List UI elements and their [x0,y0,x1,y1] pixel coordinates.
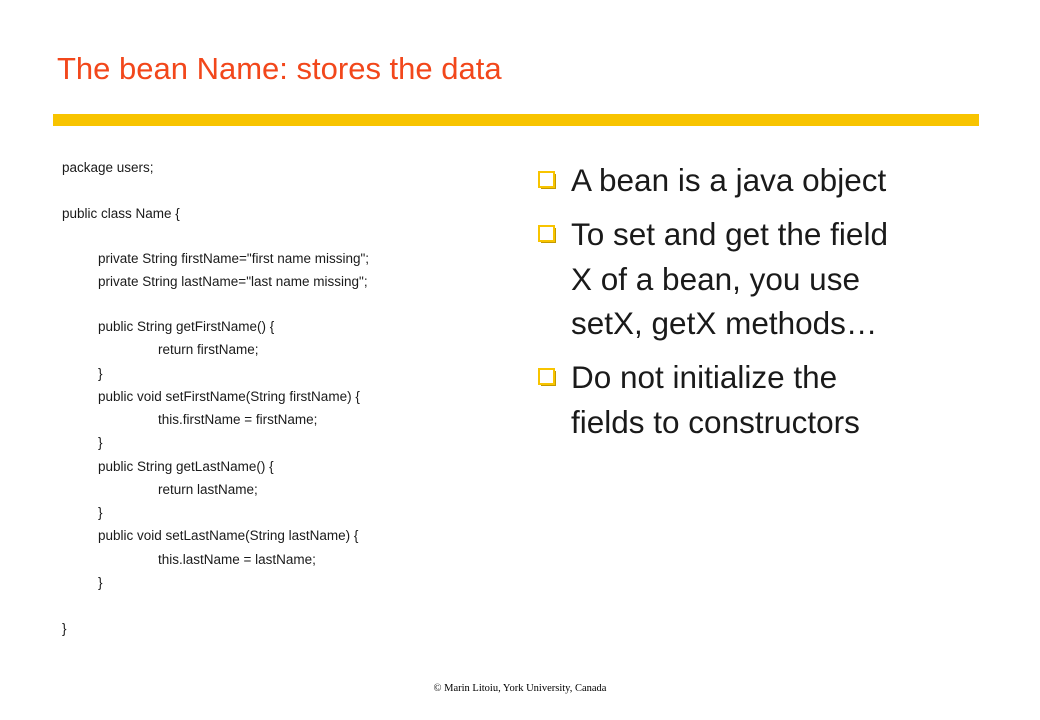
bullet-text: X of a bean, you use [571,261,860,297]
code-line: } [98,435,103,450]
bullet-list: A bean is a java object To set and get t… [538,0,998,520]
code-line: public String getFirstName() { [98,319,275,334]
code-line: package users; [62,160,154,175]
bullet-text: setX, getX methods… [571,305,878,341]
hollow-square-bullet-icon [538,368,556,386]
code-line: } [98,575,103,590]
code-line: public class Name { [62,206,180,221]
code-line: public void setFirstName(String firstNam… [98,389,360,404]
code-line: return lastName; [158,482,258,497]
code-line: } [62,621,67,636]
code-line: } [98,366,103,381]
bullet-text: Do not initialize the [571,359,838,395]
bullet-text: A bean is a java object [571,162,887,198]
title-underline-bar [53,114,979,126]
code-line: private String lastName="last name missi… [98,274,368,289]
code-line: this.lastName = lastName; [158,552,316,567]
code-line: return firstName; [158,342,259,357]
bullet-text: fields to constructors [571,404,860,440]
copyright-footer: © Marin Litoiu, York University, Canada [433,683,607,694]
slide-title: The bean Name: stores the data [57,51,502,86]
hollow-square-bullet-icon [538,171,556,189]
code-line: } [98,505,103,520]
code-line: private String firstName="first name mis… [98,251,370,266]
code-listing: package users; public class Name { priva… [62,0,532,720]
bullet-text: To set and get the field [571,216,888,252]
code-line: public String getLastName() { [98,459,274,474]
code-line: public void setLastName(String lastName)… [98,528,359,543]
hollow-square-bullet-icon [538,225,556,243]
code-line: this.firstName = firstName; [158,412,318,427]
